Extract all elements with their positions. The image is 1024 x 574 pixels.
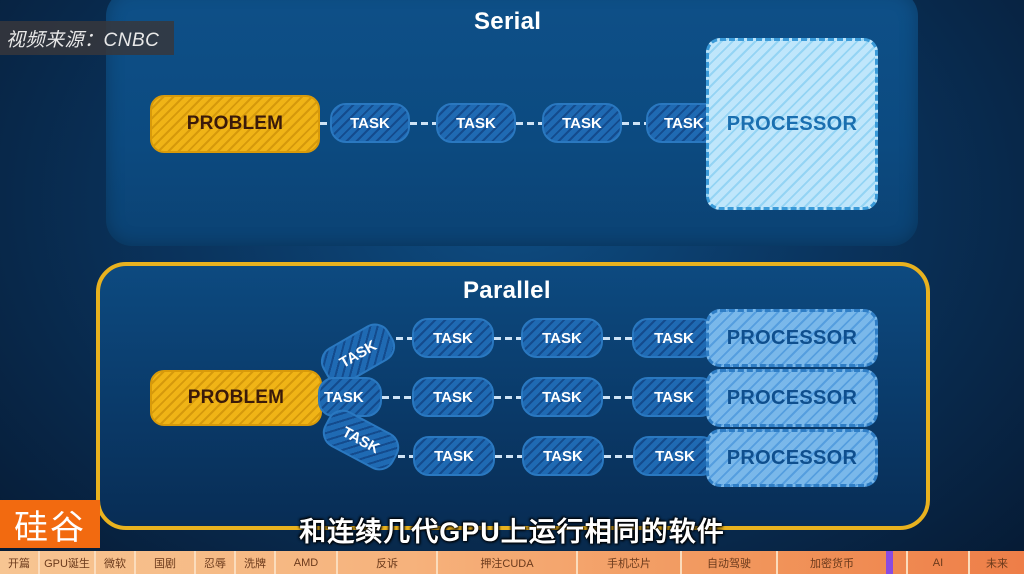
connector	[603, 396, 633, 399]
parallel-title: Parallel	[463, 277, 551, 304]
chapter-segment[interactable]: AMD	[276, 551, 338, 574]
subtitle-caption: 和连续几代GPU上运行相同的软件	[299, 517, 725, 547]
parallel-task: TASK	[633, 436, 717, 476]
chapter-segment[interactable]: 加密货币	[778, 551, 888, 574]
playhead-marker[interactable]	[886, 551, 893, 574]
serial-problem-box: PROBLEM	[150, 95, 320, 153]
chapter-segment[interactable]: 反诉	[338, 551, 438, 574]
connector	[398, 455, 414, 458]
chapter-segment[interactable]: 押注CUDA	[438, 551, 578, 574]
chapter-segment[interactable]: AI	[908, 551, 970, 574]
chapter-segment[interactable]	[888, 551, 908, 574]
chapter-segment[interactable]: 开篇	[0, 551, 40, 574]
chapter-segment[interactable]: 手机芯片	[578, 551, 682, 574]
video-frame[interactable]: Serial PROBLEM TASK TASK TASK TASK PROCE…	[0, 0, 1024, 548]
connector	[382, 396, 412, 399]
chapter-segment[interactable]: GPU诞生	[40, 551, 96, 574]
connector	[603, 337, 633, 340]
parallel-task: TASK	[521, 377, 603, 417]
connector	[494, 396, 522, 399]
parallel-branch-task: TASK	[318, 377, 382, 417]
parallel-task: TASK	[521, 318, 603, 358]
parallel-task: TASK	[412, 377, 494, 417]
chapter-segment[interactable]: 自动驾驶	[682, 551, 778, 574]
connector	[396, 337, 414, 340]
chapter-segment[interactable]: 未来	[986, 557, 1008, 570]
parallel-problem-box: PROBLEM	[150, 370, 322, 426]
source-watermark: 视频来源：CNBC	[0, 21, 174, 55]
connector	[320, 122, 330, 125]
connector	[516, 122, 542, 125]
parallel-processor-box: PROCESSOR	[706, 309, 878, 367]
connector	[494, 337, 522, 340]
parallel-processor-box: PROCESSOR	[706, 369, 878, 427]
serial-task: TASK	[436, 103, 516, 143]
connector	[410, 122, 436, 125]
serial-task: TASK	[542, 103, 622, 143]
serial-title: Serial	[474, 8, 542, 35]
connector	[495, 455, 523, 458]
chapter-segment[interactable]: 国剧	[136, 551, 196, 574]
parallel-task: TASK	[522, 436, 604, 476]
parallel-task: TASK	[413, 436, 495, 476]
chapter-progress-bar[interactable]: 开篇 GPU诞生 微软 国剧 忍辱 洗牌 AMD 反诉 押注CUDA 手机芯片 …	[0, 551, 1024, 574]
parallel-task: TASK	[412, 318, 494, 358]
chapter-segment[interactable]: 忍辱	[196, 551, 236, 574]
chapter-segment[interactable]: 洗牌	[236, 551, 276, 574]
connector	[622, 122, 648, 125]
channel-logo: 硅谷	[0, 500, 100, 548]
parallel-task: TASK	[632, 318, 716, 358]
chapter-segment[interactable]: 微软	[96, 551, 136, 574]
parallel-processor-box: PROCESSOR	[706, 429, 878, 487]
serial-task: TASK	[330, 103, 410, 143]
parallel-task: TASK	[632, 377, 716, 417]
serial-processor-box: PROCESSOR	[706, 38, 878, 210]
connector	[604, 455, 634, 458]
